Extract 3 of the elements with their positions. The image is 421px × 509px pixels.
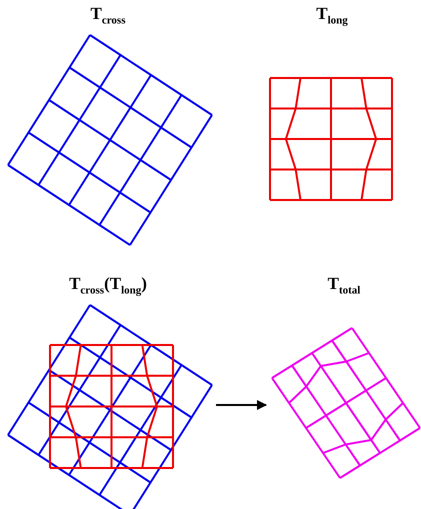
arrow [216,400,267,410]
panel-title: T$_{cross}$ [90,4,126,23]
panel-title: T$_{total}$ [328,274,360,293]
